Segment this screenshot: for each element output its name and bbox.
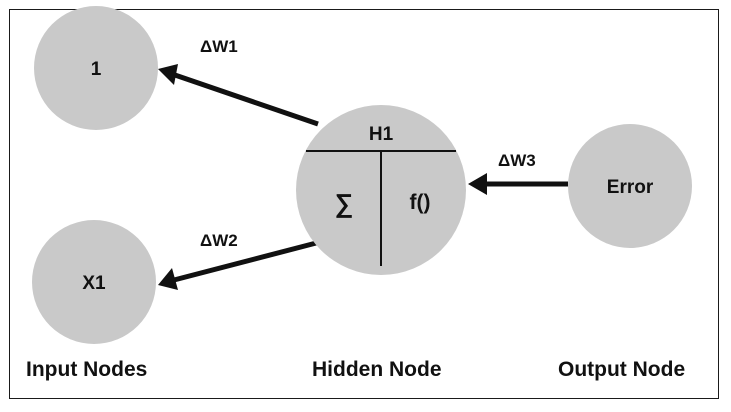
input-node-x1: X1 [32,220,156,344]
input-node-bias-label: 1 [91,59,102,80]
weight-label-w1: ΔW1 [200,37,238,56]
arrowhead-w2 [158,268,178,290]
caption-input-nodes: Input Nodes [26,358,148,381]
activation-function-label: f() [410,191,431,214]
arrow-w1 [171,71,319,127]
output-node-label: Error [607,177,654,198]
input-node-bias: 1 [34,6,158,130]
weight-label-w2: ΔW2 [200,231,238,250]
edge-w3: ΔW3 [468,151,568,195]
hidden-node-label: H1 [369,124,394,145]
diagram-frame [9,9,719,399]
arrowhead-w1 [158,64,178,85]
sum-symbol: ∑ [335,188,354,218]
hidden-node: H1 ∑ f() [296,105,466,275]
edge-w1: ΔW1 [158,37,319,127]
output-node: Error [568,124,692,248]
arrow-w2 [173,239,321,283]
edge-w2: ΔW2 [158,231,321,290]
input-node-x1-label: X1 [82,273,106,294]
weight-label-w3: ΔW3 [498,151,536,170]
arrowhead-w3 [468,173,487,195]
caption-output-node: Output Node [558,358,686,381]
caption-hidden-node: Hidden Node [312,358,442,381]
